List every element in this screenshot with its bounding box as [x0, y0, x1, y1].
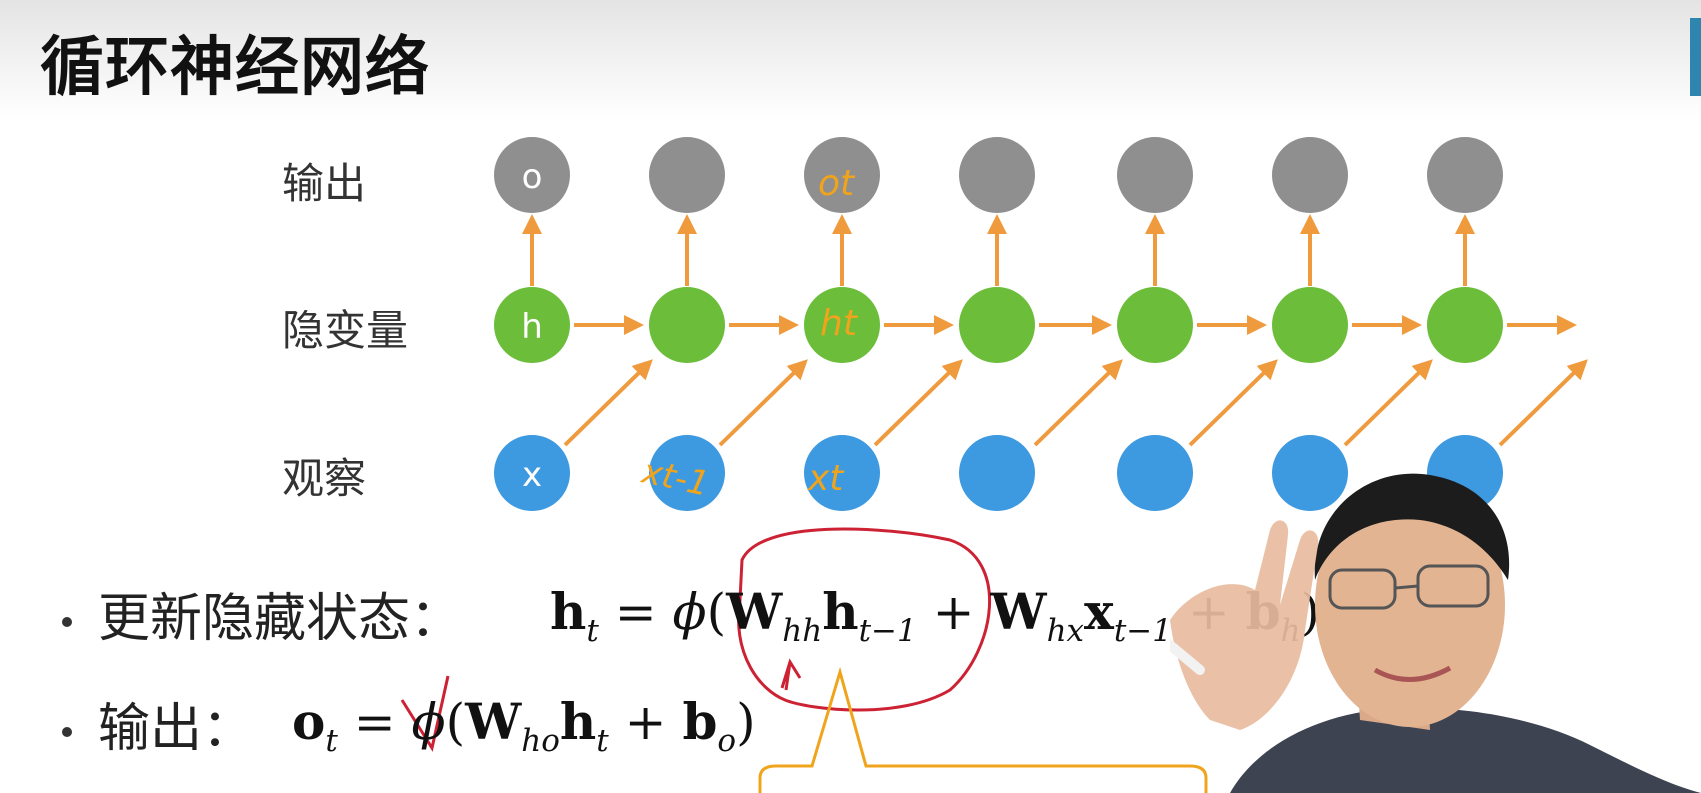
presenter-video-overlay: [1170, 473, 1701, 793]
presenter-mouth: [1373, 665, 1452, 682]
output-node-7: [1427, 137, 1503, 213]
arrow-diag-6: [1343, 359, 1433, 447]
bullet-update-label: 更新隐藏状态：: [98, 589, 463, 649]
input-node-5: [1117, 435, 1193, 511]
bullet-update-hidden: 更新隐藏状态：: [62, 576, 462, 651]
row-label-output: 输出: [282, 159, 366, 208]
bullet-output-label: 输出：: [98, 699, 255, 759]
arrow-diag-4: [1033, 359, 1123, 447]
row-label-hidden: 隐变量: [282, 306, 408, 355]
bullet-dot: [62, 617, 72, 627]
slide-title: 循环神经网络: [40, 31, 430, 105]
presenter-face: [1315, 483, 1505, 727]
arrow-diag-1: [563, 359, 653, 447]
arrow-diag-5: [1188, 359, 1278, 447]
input-node-6: [1272, 435, 1348, 511]
hidden-node-label: h: [521, 307, 543, 347]
red-arrow-annotation: [780, 658, 802, 691]
arrow-diag-7: [1498, 359, 1588, 447]
row-label-observe: 观察: [282, 454, 366, 503]
hidden-node-2: [649, 287, 725, 363]
arrow-diag-3: [873, 359, 963, 447]
callout-bubble: [758, 666, 1208, 793]
output-node-4: [959, 137, 1035, 213]
hidden-node-6: [1272, 287, 1348, 363]
hidden-node-3: [804, 287, 880, 363]
output-node-3: [804, 137, 880, 213]
output-node-6: [1272, 137, 1348, 213]
output-node-1: [494, 137, 570, 213]
hidden-node-5: [1117, 287, 1193, 363]
input-arrows: [563, 359, 1588, 447]
input-node-1: [494, 435, 570, 511]
presenter-hair: [1314, 473, 1510, 580]
slide-edge-bar: [1690, 18, 1701, 96]
output-node-label: o: [522, 157, 543, 197]
presenter-hand: [1170, 520, 1319, 730]
output-node-2: [649, 137, 725, 213]
handwritten-h-t: ht: [820, 303, 859, 344]
input-node-label: x: [522, 455, 542, 495]
input-node-2: [649, 435, 725, 511]
red-annotations: [400, 527, 992, 752]
title-band: [0, 0, 1701, 122]
handwritten-o-t: ot: [818, 163, 856, 204]
output-arrows: [522, 214, 1475, 286]
output-nodes: [494, 137, 1503, 213]
hidden-nodes: [494, 287, 1503, 363]
handwritten-x-t: xt: [807, 458, 845, 499]
arrow-diag-2: [718, 359, 808, 447]
input-node-3: [804, 435, 880, 511]
hidden-node-7: [1427, 287, 1503, 363]
hidden-node-4: [959, 287, 1035, 363]
bullet-dot: [62, 727, 72, 737]
hidden-node-1: [494, 287, 570, 363]
input-node-4: [959, 435, 1035, 511]
bullet-output: 输出：: [62, 686, 254, 761]
glasses-left-lens: [1328, 568, 1397, 610]
red-circle-annotation: [737, 527, 992, 712]
output-node-5: [1117, 137, 1193, 213]
output-equation: ot = ϕ(Whoht + bo): [292, 692, 756, 759]
input-nodes: [494, 435, 1503, 511]
presenter-shirt: [1230, 707, 1701, 793]
presenter-pen: [1170, 638, 1205, 675]
glasses-bridge: [1394, 584, 1419, 590]
red-check-annotation: [400, 675, 450, 752]
